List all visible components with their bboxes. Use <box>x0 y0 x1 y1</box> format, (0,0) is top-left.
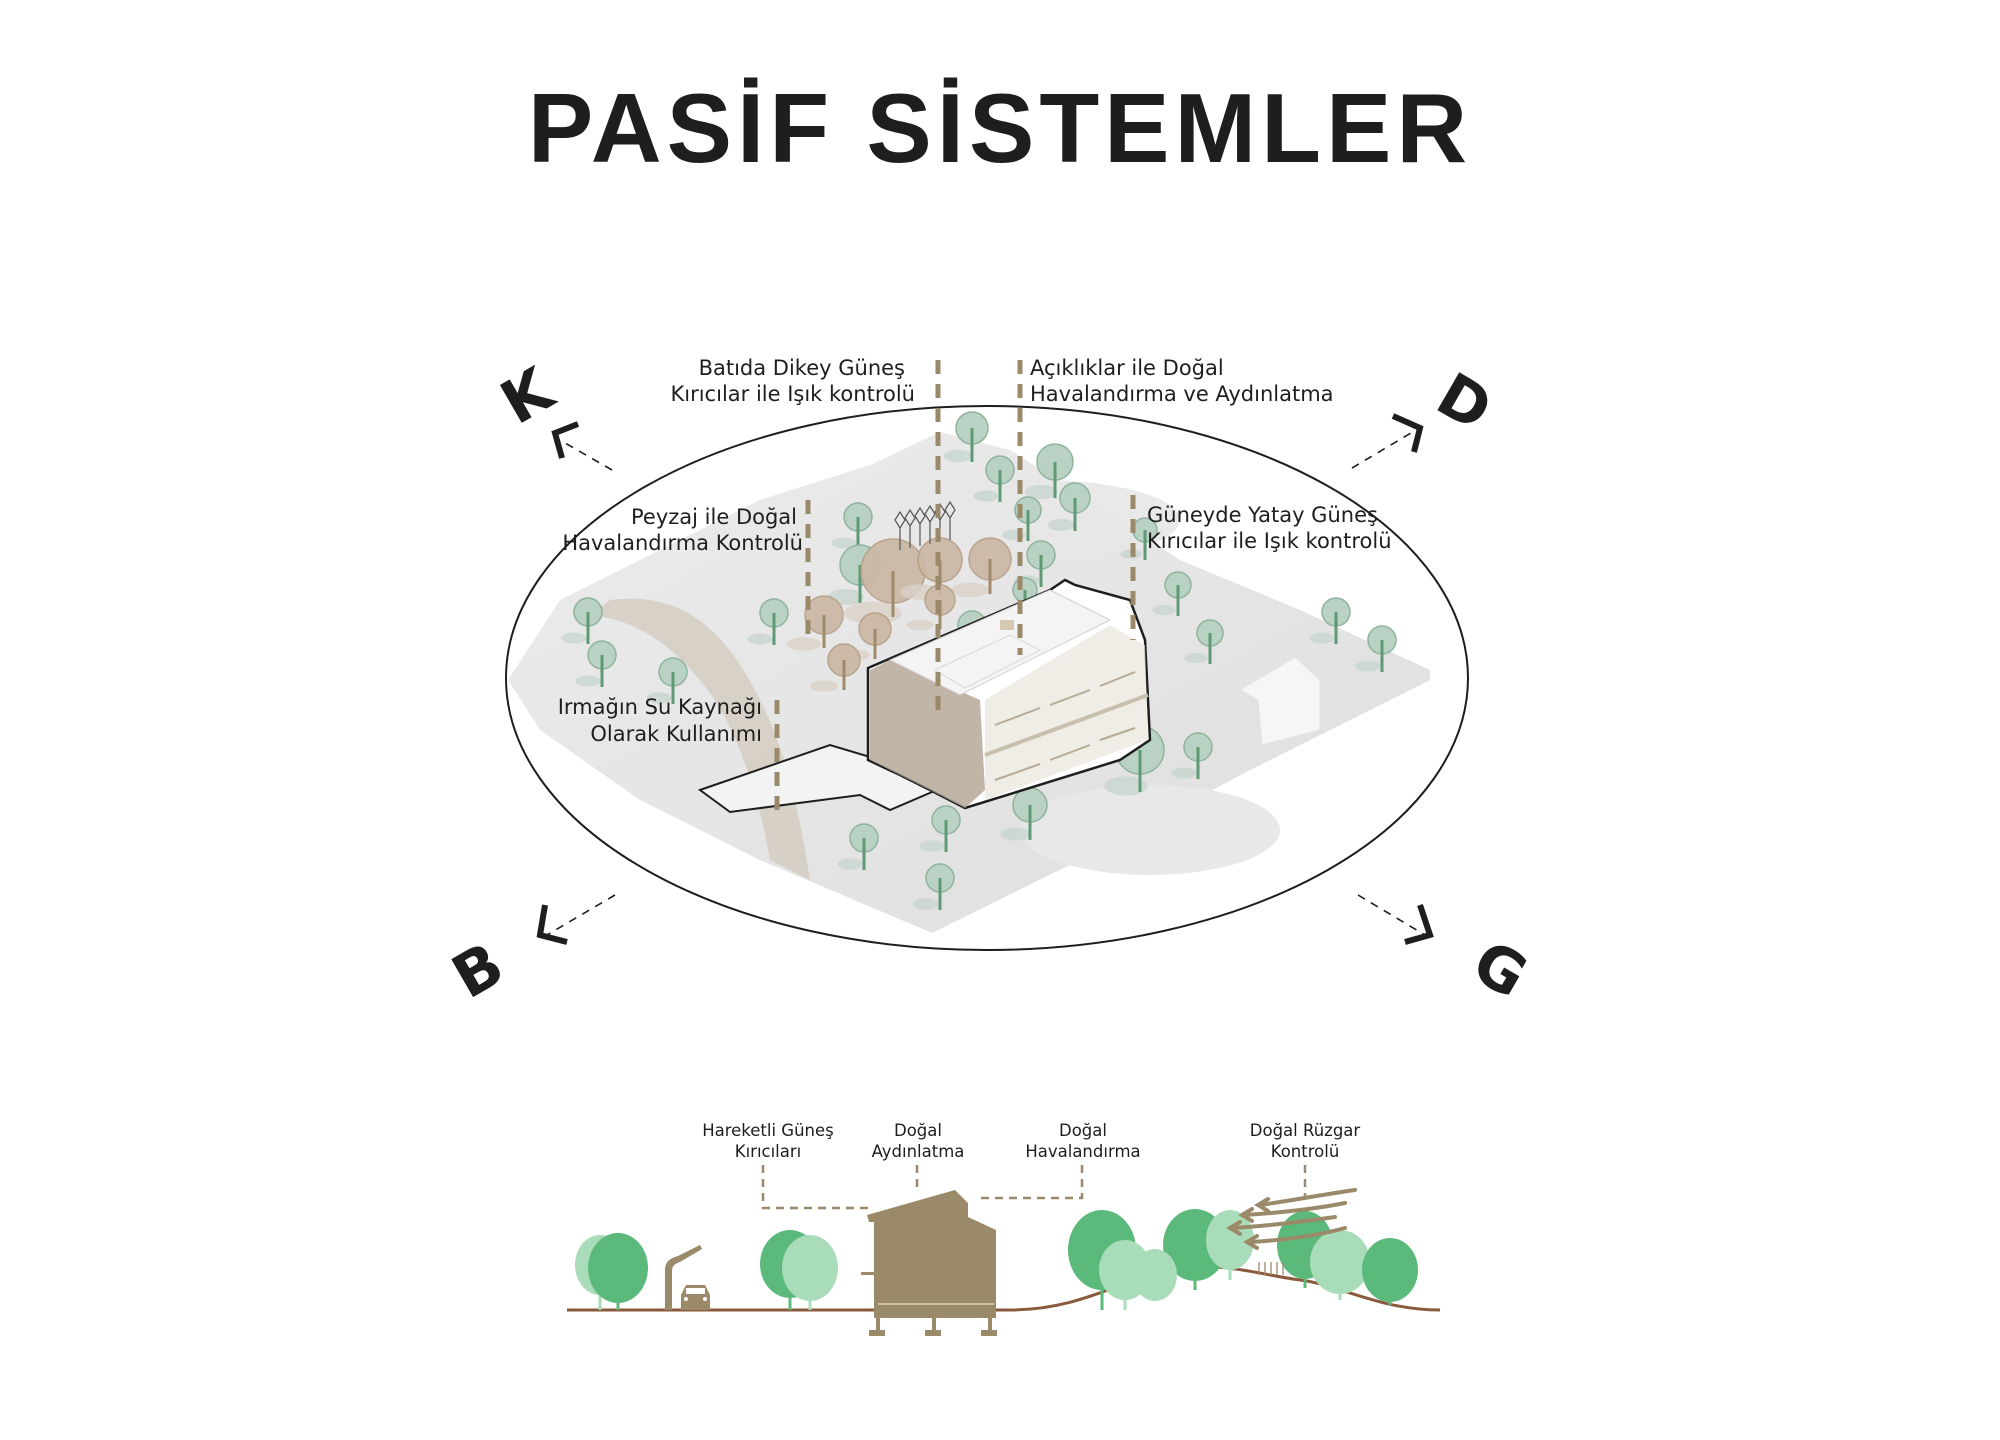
river <box>590 598 810 880</box>
skylight <box>1000 620 1014 630</box>
compass-arrows <box>536 413 1434 945</box>
deciduous-tree-icon <box>809 643 861 692</box>
tree-icon <box>1000 787 1048 841</box>
svg-text:Doğal: Doğal <box>894 1121 942 1140</box>
svg-text:Doğal: Doğal <box>1059 1121 1107 1140</box>
tree-icon <box>1309 597 1351 644</box>
section-leaders <box>761 1165 1307 1210</box>
facade-louvers <box>994 671 1136 781</box>
section-label-daylighting: Doğal Aydınlatma <box>872 1121 965 1161</box>
tree-icon <box>561 597 603 644</box>
svg-text:Kırıcıları: Kırıcıları <box>735 1142 802 1161</box>
compass-east: D <box>1425 360 1503 446</box>
svg-text:Doğal Rüzgar: Doğal Rüzgar <box>1250 1121 1361 1140</box>
svg-text:Kontrolü: Kontrolü <box>1271 1142 1340 1161</box>
axonometric-view: K D B G Batıda Dikey Güneş Kırıcılar ile… <box>441 353 1539 1012</box>
building <box>866 578 1152 810</box>
tree-icon <box>1152 571 1192 616</box>
svg-text:Batıda Dikey Güneş: Batıda Dikey Güneş <box>699 356 905 380</box>
section-tree-icon <box>588 1233 648 1310</box>
section-tree-icon <box>1310 1230 1370 1300</box>
svg-text:Peyzaj ile Doğal: Peyzaj ile Doğal <box>631 505 797 529</box>
carport <box>665 1245 702 1310</box>
brown-trees <box>786 537 1012 692</box>
tree-icon <box>1355 625 1397 672</box>
label-river-water: Irmağın Su Kaynağı Olarak Kullanımı <box>558 695 762 746</box>
tree-icon <box>973 455 1015 502</box>
leader-lines <box>774 360 1136 820</box>
tree-icon <box>837 823 879 870</box>
solar-panels <box>933 634 1042 689</box>
label-landscape-ventilation: Peyzaj ile Doğal Havalandırma Kontrolü <box>562 505 803 555</box>
tree-icon <box>646 657 688 704</box>
section-label-moving-shading: Hareketli Güneş Kırıcıları <box>702 1121 834 1161</box>
floor-line <box>984 693 1149 757</box>
shed <box>1239 656 1321 746</box>
compass-north: K <box>490 353 567 438</box>
svg-text:Güneyde Yatay Güneş: Güneyde Yatay Güneş <box>1147 503 1378 527</box>
svg-text:Kırıcılar ile Işık kontrolü: Kırıcılar ile Işık kontrolü <box>670 382 915 406</box>
svg-text:Havalandırma: Havalandırma <box>1025 1142 1140 1161</box>
label-openings-ventilation: Açıklıklar ile Doğal Havalandırma ve Ayd… <box>1030 356 1334 406</box>
tree-icon <box>1171 732 1213 779</box>
building-west-facade <box>870 660 985 808</box>
compass-west: B <box>441 929 516 1012</box>
tree-icon <box>1024 443 1074 500</box>
svg-text:Havalandırma ve Aydınlatma: Havalandırma ve Aydınlatma <box>1030 382 1334 406</box>
tree-icon <box>1047 482 1091 531</box>
svg-text:Aydınlatma: Aydınlatma <box>872 1142 965 1161</box>
tree-icon <box>575 640 617 687</box>
svg-text:Irmağın Su Kaynağı: Irmağın Su Kaynağı <box>558 695 762 719</box>
svg-text:Kırıcılar ile Işık kontrolü: Kırıcılar ile Işık kontrolü <box>1147 529 1392 553</box>
tree-icon <box>913 863 955 910</box>
section-tree-icon <box>782 1235 838 1310</box>
section-tree-icon <box>1362 1238 1418 1305</box>
section-label-wind-control: Doğal Rüzgar Kontrolü <box>1250 1121 1361 1161</box>
label-south-shading: Güneyde Yatay Güneş Kırıcılar ile Işık k… <box>1147 503 1392 553</box>
page-title: PASİF SİSTEMLER <box>527 73 1473 183</box>
section-label-natural-ventilation: Doğal Havalandırma <box>1025 1121 1140 1161</box>
section-tree-icon <box>1133 1249 1177 1301</box>
section-wind-turbines <box>1258 1262 1284 1275</box>
deciduous-tree-icon <box>951 537 1012 598</box>
section-view: Hareketli Güneş Kırıcıları Doğal Aydınla… <box>567 1121 1441 1336</box>
svg-text:Açıklıklar ile Doğal: Açıklıklar ile Doğal <box>1030 356 1224 380</box>
svg-text:Hareketli Güneş: Hareketli Güneş <box>702 1121 834 1140</box>
svg-text:Havalandırma Kontrolü: Havalandırma Kontrolü <box>562 531 803 555</box>
tree-icon <box>1184 619 1224 664</box>
label-west-shading: Batıda Dikey Güneş Kırıcılar ile Işık ko… <box>670 356 915 406</box>
terrain-contour <box>1020 785 1280 875</box>
wind-arrows <box>1226 1188 1357 1250</box>
tree-icon <box>747 598 789 645</box>
deciduous-tree-icon <box>786 595 844 651</box>
car-icon <box>681 1285 710 1310</box>
terrain-contour <box>900 480 1180 560</box>
site-boundary-ellipse <box>505 405 1469 951</box>
compass-south: G <box>1461 927 1539 1012</box>
building-south-facade <box>985 625 1148 800</box>
deciduous-tree-icon <box>840 612 892 661</box>
tree-icon <box>943 411 989 463</box>
section-trees <box>575 1209 1418 1310</box>
tree-icon <box>831 502 873 549</box>
svg-text:Olarak Kullanımı: Olarak Kullanımı <box>590 722 762 746</box>
tree-icon <box>919 805 961 852</box>
section-tree-icon <box>1206 1210 1254 1280</box>
section-building <box>861 1190 997 1336</box>
